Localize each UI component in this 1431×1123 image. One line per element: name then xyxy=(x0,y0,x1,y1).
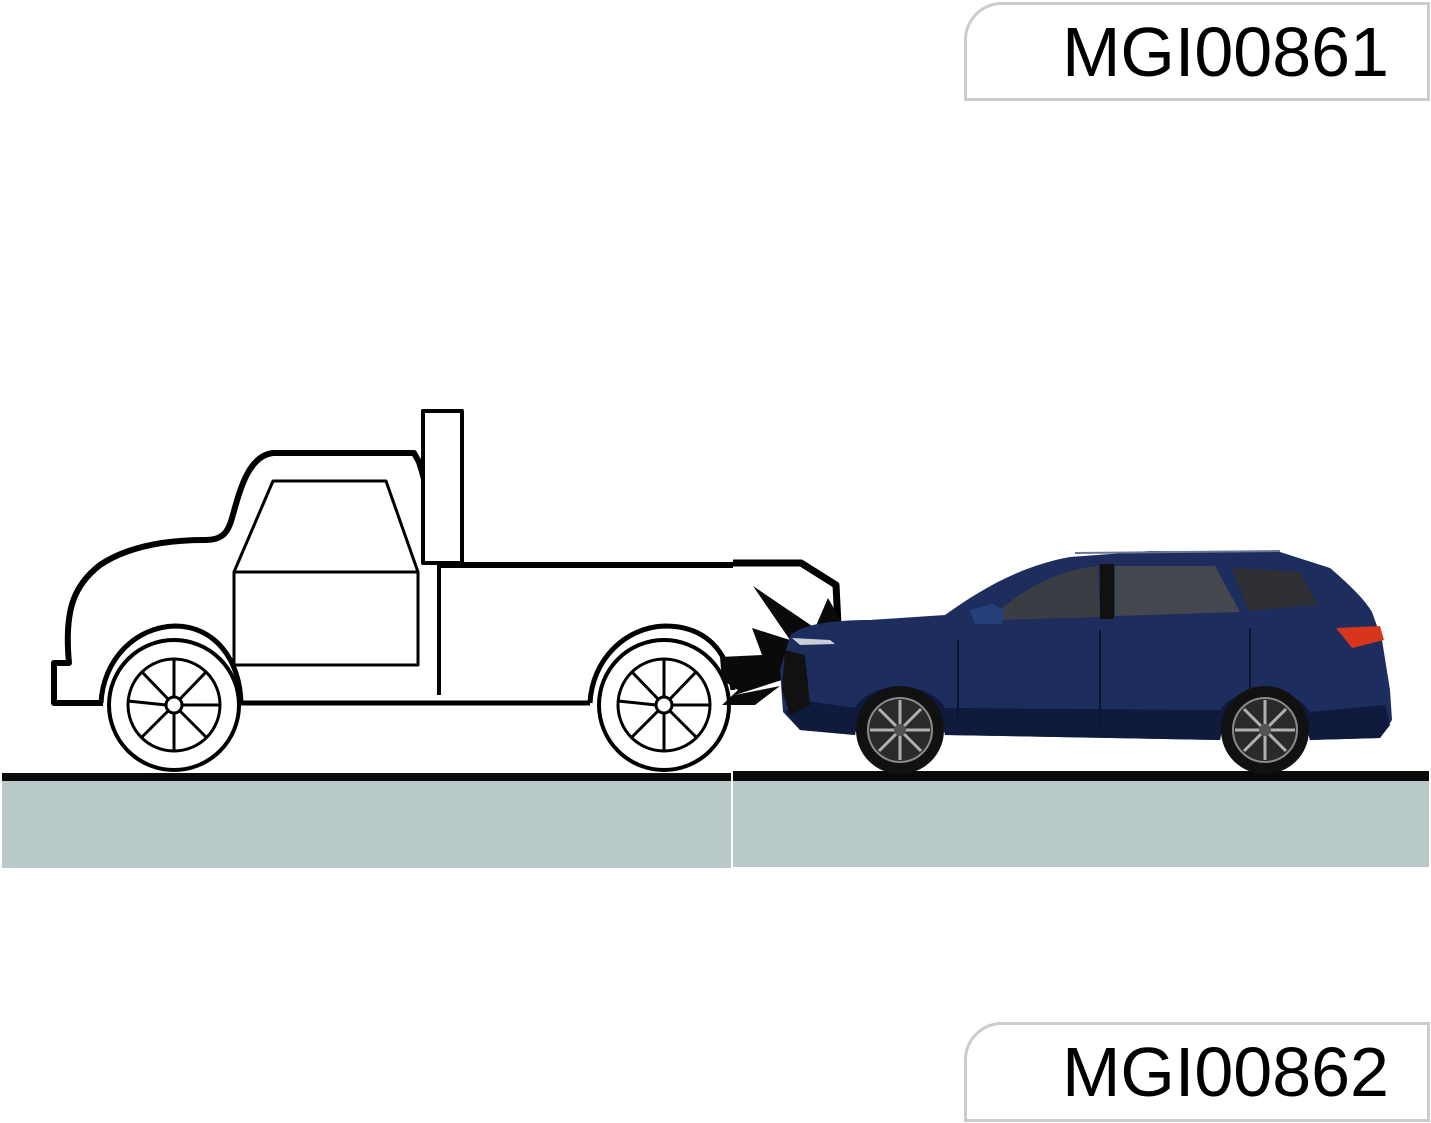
suv-window-rear xyxy=(1115,566,1240,616)
road-edge-line xyxy=(2,773,731,781)
truck-front-wheel xyxy=(107,638,241,772)
suv-window-quarter xyxy=(1232,568,1318,611)
suv-b-pillar xyxy=(1100,564,1114,619)
front-hub xyxy=(164,695,184,715)
road-surface-right xyxy=(733,780,1429,867)
suv-taillight xyxy=(1336,626,1384,648)
impact-burst-icon xyxy=(720,586,845,705)
road-surface xyxy=(2,781,731,868)
cab-window xyxy=(232,479,420,574)
figure-code-bottom: MGI00862 xyxy=(1062,1033,1389,1111)
front-wheel-arch xyxy=(98,623,244,704)
rear-spokes xyxy=(617,660,710,751)
road-edge-line-right xyxy=(733,771,1429,781)
truck-rear-wheel xyxy=(597,638,731,772)
rear-hub xyxy=(654,695,674,715)
figure-code-label-bottom: MGI00862 xyxy=(964,1022,1430,1122)
front-tire-outer xyxy=(107,638,241,772)
suv-door-lines xyxy=(957,628,1251,725)
suv-grille xyxy=(782,650,810,715)
front-spokes xyxy=(127,660,220,751)
suv-window-front xyxy=(1000,566,1100,620)
suv xyxy=(780,550,1392,774)
suv-rear-wheel xyxy=(1221,686,1309,774)
suv-mirror xyxy=(970,604,1004,624)
suv-front-wheel xyxy=(856,686,944,774)
suv-headlight xyxy=(792,638,835,645)
suv-body xyxy=(780,551,1392,740)
truck-outline xyxy=(51,409,842,706)
road xyxy=(2,771,1429,868)
suv-roof-rail xyxy=(1074,550,1281,554)
figure-code-label-top: MGI00861 xyxy=(964,2,1430,101)
figure-code-top: MGI00861 xyxy=(1062,12,1389,91)
cab-door xyxy=(232,570,420,667)
truck-tailgate xyxy=(733,559,842,626)
exhaust-stack xyxy=(421,409,464,565)
